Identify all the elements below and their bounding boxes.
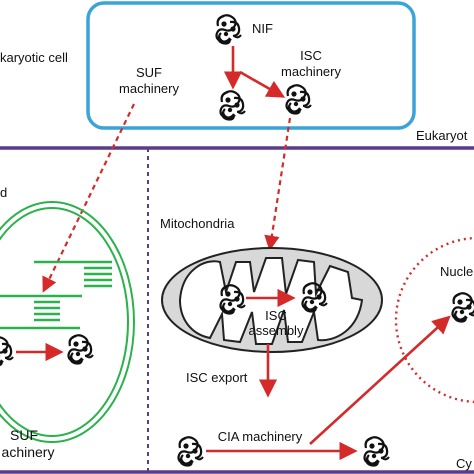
- isc-export-label: ISC export: [186, 370, 248, 385]
- cytosol-product-cluster-icon: [363, 436, 391, 467]
- nif-label: NIF: [252, 21, 273, 36]
- isc-to-mitochondria-arrow: [264, 117, 292, 252]
- isc-product-cluster-icon: [285, 84, 313, 115]
- plastid-label: d: [0, 185, 7, 200]
- suf-to-plastid-arrow: [42, 103, 135, 293]
- prokaryotic-cell-label: karyotic cell: [0, 50, 68, 65]
- nif-to-isc-arrow: [239, 70, 286, 98]
- cia-machinery-label: CIA machinery: [218, 429, 303, 444]
- suf-machinery-bottom-label-1: SUF: [10, 427, 38, 443]
- plastid-outer-membrane: [0, 201, 135, 443]
- plastid-product-cluster-icon: [67, 334, 95, 365]
- cia-to-nucleus-arrow: [309, 315, 451, 445]
- cytosol-source-cluster-icon: [177, 436, 205, 467]
- plastid-inner-membrane: [0, 207, 129, 437]
- mitochondria-inner-cristae: [178, 257, 364, 345]
- plastid-source-cluster-icon: [0, 336, 15, 367]
- thylakoid-stacks: [0, 260, 112, 330]
- eukaryotic-cell-label: Eukaryot: [416, 128, 468, 143]
- cytosol-label: Cy: [456, 456, 472, 471]
- nif-cluster-icon: [215, 14, 243, 45]
- suf-machinery-bottom-label-2: achinery: [2, 444, 55, 460]
- suf-machinery-top-label-2: machinery: [119, 81, 179, 96]
- mitochondria-label: Mitochondria: [160, 216, 235, 231]
- nucleus-cluster-icon: [451, 292, 474, 323]
- nif-product-cluster-icon: [219, 90, 247, 121]
- isc-machinery-label-2: machinery: [281, 64, 341, 79]
- suf-machinery-top-label-1: SUF: [136, 65, 162, 80]
- nucleus-label: Nucle: [440, 264, 473, 279]
- isc-assembly-label-2: assembly: [249, 323, 304, 338]
- isc-machinery-label-1: ISC: [300, 48, 322, 63]
- isc-assembly-label-1: ISC: [265, 308, 287, 323]
- prokaryotic-cell-frame: [86, 1, 416, 130]
